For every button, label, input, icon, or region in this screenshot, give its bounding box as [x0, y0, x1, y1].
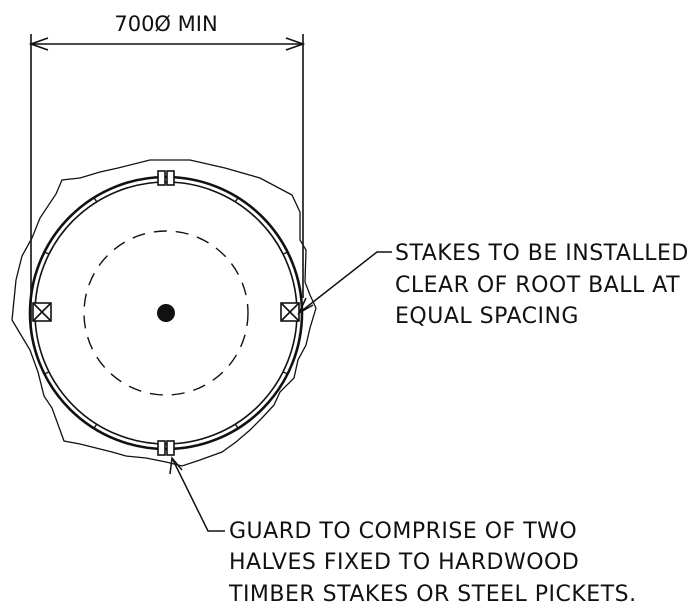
guard-joint-bottom: [157, 440, 175, 456]
guard-callout-line-3: TIMBER STAKES OR STEEL PICKETS.: [228, 582, 637, 607]
stakes-callout-line-1: STAKES TO BE INSTALLED: [395, 241, 689, 266]
guard-joint-top: [157, 170, 175, 186]
guard-leader-line: [169, 456, 225, 532]
tree-guard-outer-ring: [28, 175, 304, 451]
stakes-callout-line-2: CLEAR OF ROOT BALL AT: [395, 273, 680, 298]
stakes-callout-line-3: EQUAL SPACING: [395, 304, 579, 329]
guard-callout-line-2: HALVES FIXED TO HARDWOOD: [229, 550, 579, 575]
tree-trunk-icon: [157, 304, 175, 322]
guard-callout-line-1: GUARD TO COMPRISE OF TWO: [229, 519, 577, 544]
root-ball-outline: [83, 230, 249, 396]
dimension-arrow-left-icon: [28, 37, 49, 51]
dimension-label: 700Ø MIN: [114, 12, 217, 36]
diameter-dimension: [28, 34, 306, 330]
stakes-leader-line: [297, 251, 392, 315]
dimension-arrow-right-icon: [285, 37, 306, 51]
stakes-callout: STAKES TO BE INSTALLED CLEAR OF ROOT BAL…: [395, 241, 689, 329]
stake-left-icon: [32, 302, 52, 322]
guard-callout: GUARD TO COMPRISE OF TWO HALVES FIXED TO…: [228, 519, 637, 607]
stake-right-icon: [280, 302, 300, 322]
planting-hole-outline: [11, 159, 317, 467]
guard-ring-ticks: [43, 197, 289, 429]
